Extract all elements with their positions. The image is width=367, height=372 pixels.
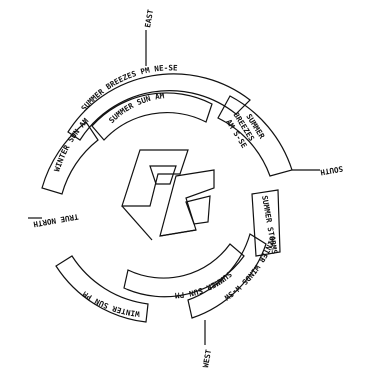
west-label: WEST [201,348,213,368]
winter-sun-am-label: WINTER SUN AM [52,116,90,173]
east-label: EAST [143,8,155,28]
summer-breezes-am-label: SUMMER BREEZES AM S-SE [223,106,267,152]
winter-sun-pm-label: WINTER SUN PM [81,289,141,318]
summer-sun-pm-band [124,244,244,297]
south-label: SOUTH [319,164,343,177]
z-logo [122,150,214,240]
true-north-label: TRUE NORTH [32,212,79,229]
